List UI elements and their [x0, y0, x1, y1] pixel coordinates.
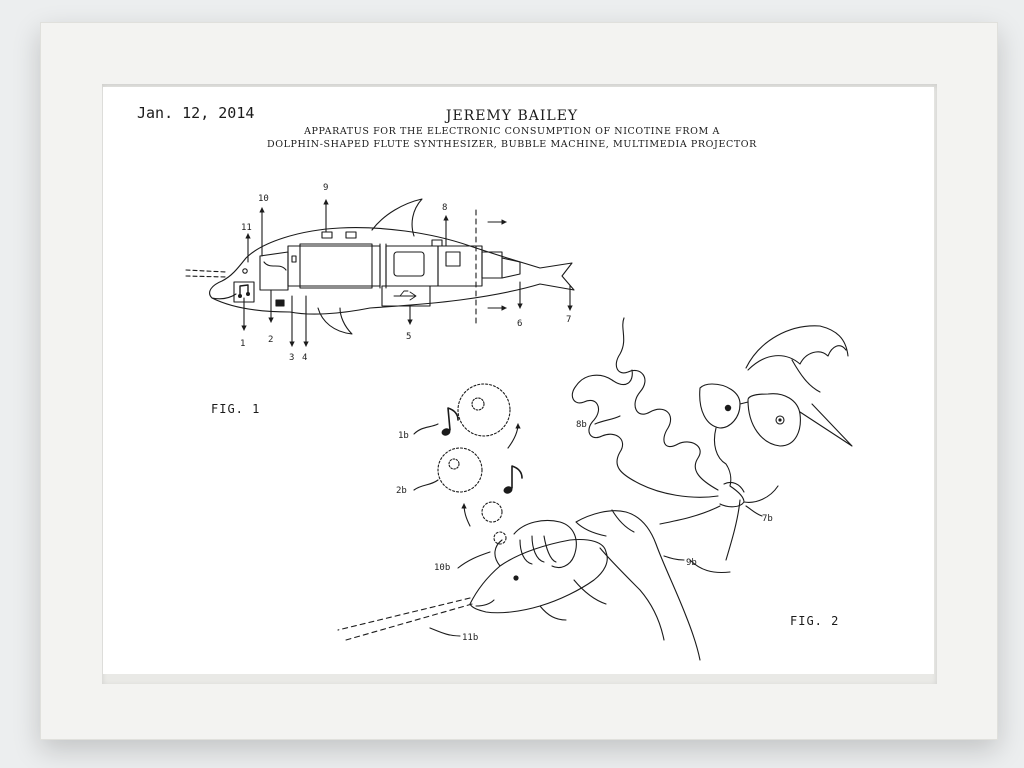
- smoke-plume: [571, 317, 719, 498]
- glasses: [699, 383, 853, 447]
- bubble-large: [457, 383, 511, 437]
- figure-2-label: FIG. 2: [790, 614, 840, 628]
- patent-paper: [103, 87, 934, 674]
- music-note-icon: [503, 465, 523, 494]
- head-hair: [745, 325, 849, 393]
- dolphin-dorsal-fin: [371, 198, 423, 237]
- hand-left: [513, 519, 577, 569]
- callout-2b: 2b: [396, 486, 407, 496]
- callout-6: 6: [517, 319, 522, 329]
- callout-10: 10: [258, 194, 269, 204]
- patent-date: Jan. 12, 2014: [137, 104, 255, 122]
- bubble-arrow: [461, 503, 471, 527]
- projection-beam: [185, 269, 227, 278]
- inventor-name: JEREMY BAILEY: [445, 108, 579, 124]
- callout-4: 4: [302, 353, 307, 363]
- callout-1: 1: [240, 339, 245, 349]
- arm-upper: [659, 499, 741, 574]
- usb-port: [381, 285, 431, 307]
- eye-right: [775, 415, 785, 425]
- callout-8: 8: [442, 203, 447, 213]
- dolphin-flute: [469, 538, 608, 621]
- flute-dolphin-mouth: [475, 599, 495, 607]
- callout-9b: 9b: [686, 558, 697, 568]
- dolphin-eye: [242, 268, 248, 274]
- callout-11: 11: [241, 223, 252, 233]
- flute-dolphin-eye: [513, 575, 519, 581]
- callout-7: 7: [566, 315, 571, 325]
- callout-3: 3: [289, 353, 294, 363]
- fig2-leader-lines: [413, 415, 763, 637]
- fig2-illustration: [337, 317, 853, 661]
- dolphin-mouth: [211, 293, 237, 300]
- eye-left: [724, 404, 732, 412]
- flute-projection-beam: [337, 597, 473, 641]
- callout-2: 2: [268, 335, 273, 345]
- callout-7b: 7b: [762, 514, 773, 524]
- fig1-dolphin-diagram: [185, 198, 575, 347]
- fig1-leader-lines: [241, 199, 573, 347]
- bubble-medium: [437, 447, 483, 493]
- face-profile: [713, 427, 779, 508]
- internal-components: [233, 231, 521, 307]
- callout-11b: 11b: [462, 633, 478, 643]
- hand-right: [575, 509, 701, 661]
- patent-title-line-2: DOLPHIN-SHAPED FLUTE SYNTHESIZER, BUBBLE…: [267, 139, 757, 150]
- callout-9: 9: [323, 183, 328, 193]
- callout-1b: 1b: [398, 431, 409, 441]
- bubble-small: [481, 501, 503, 523]
- bubble-arrow: [507, 423, 521, 449]
- figure-1-label: FIG. 1: [211, 402, 261, 416]
- lips: [723, 481, 745, 493]
- patent-title-line-1: APPARATUS FOR THE ELECTRONIC CONSUMPTION…: [304, 126, 720, 137]
- dolphin-flipper: [317, 307, 353, 335]
- callout-10b: 10b: [434, 563, 450, 573]
- callout-8b: 8b: [576, 420, 587, 430]
- music-note-icon: [441, 407, 459, 436]
- dolphin-body-outline: [209, 227, 575, 315]
- callout-5: 5: [406, 332, 411, 342]
- bubble-tiny: [493, 531, 507, 545]
